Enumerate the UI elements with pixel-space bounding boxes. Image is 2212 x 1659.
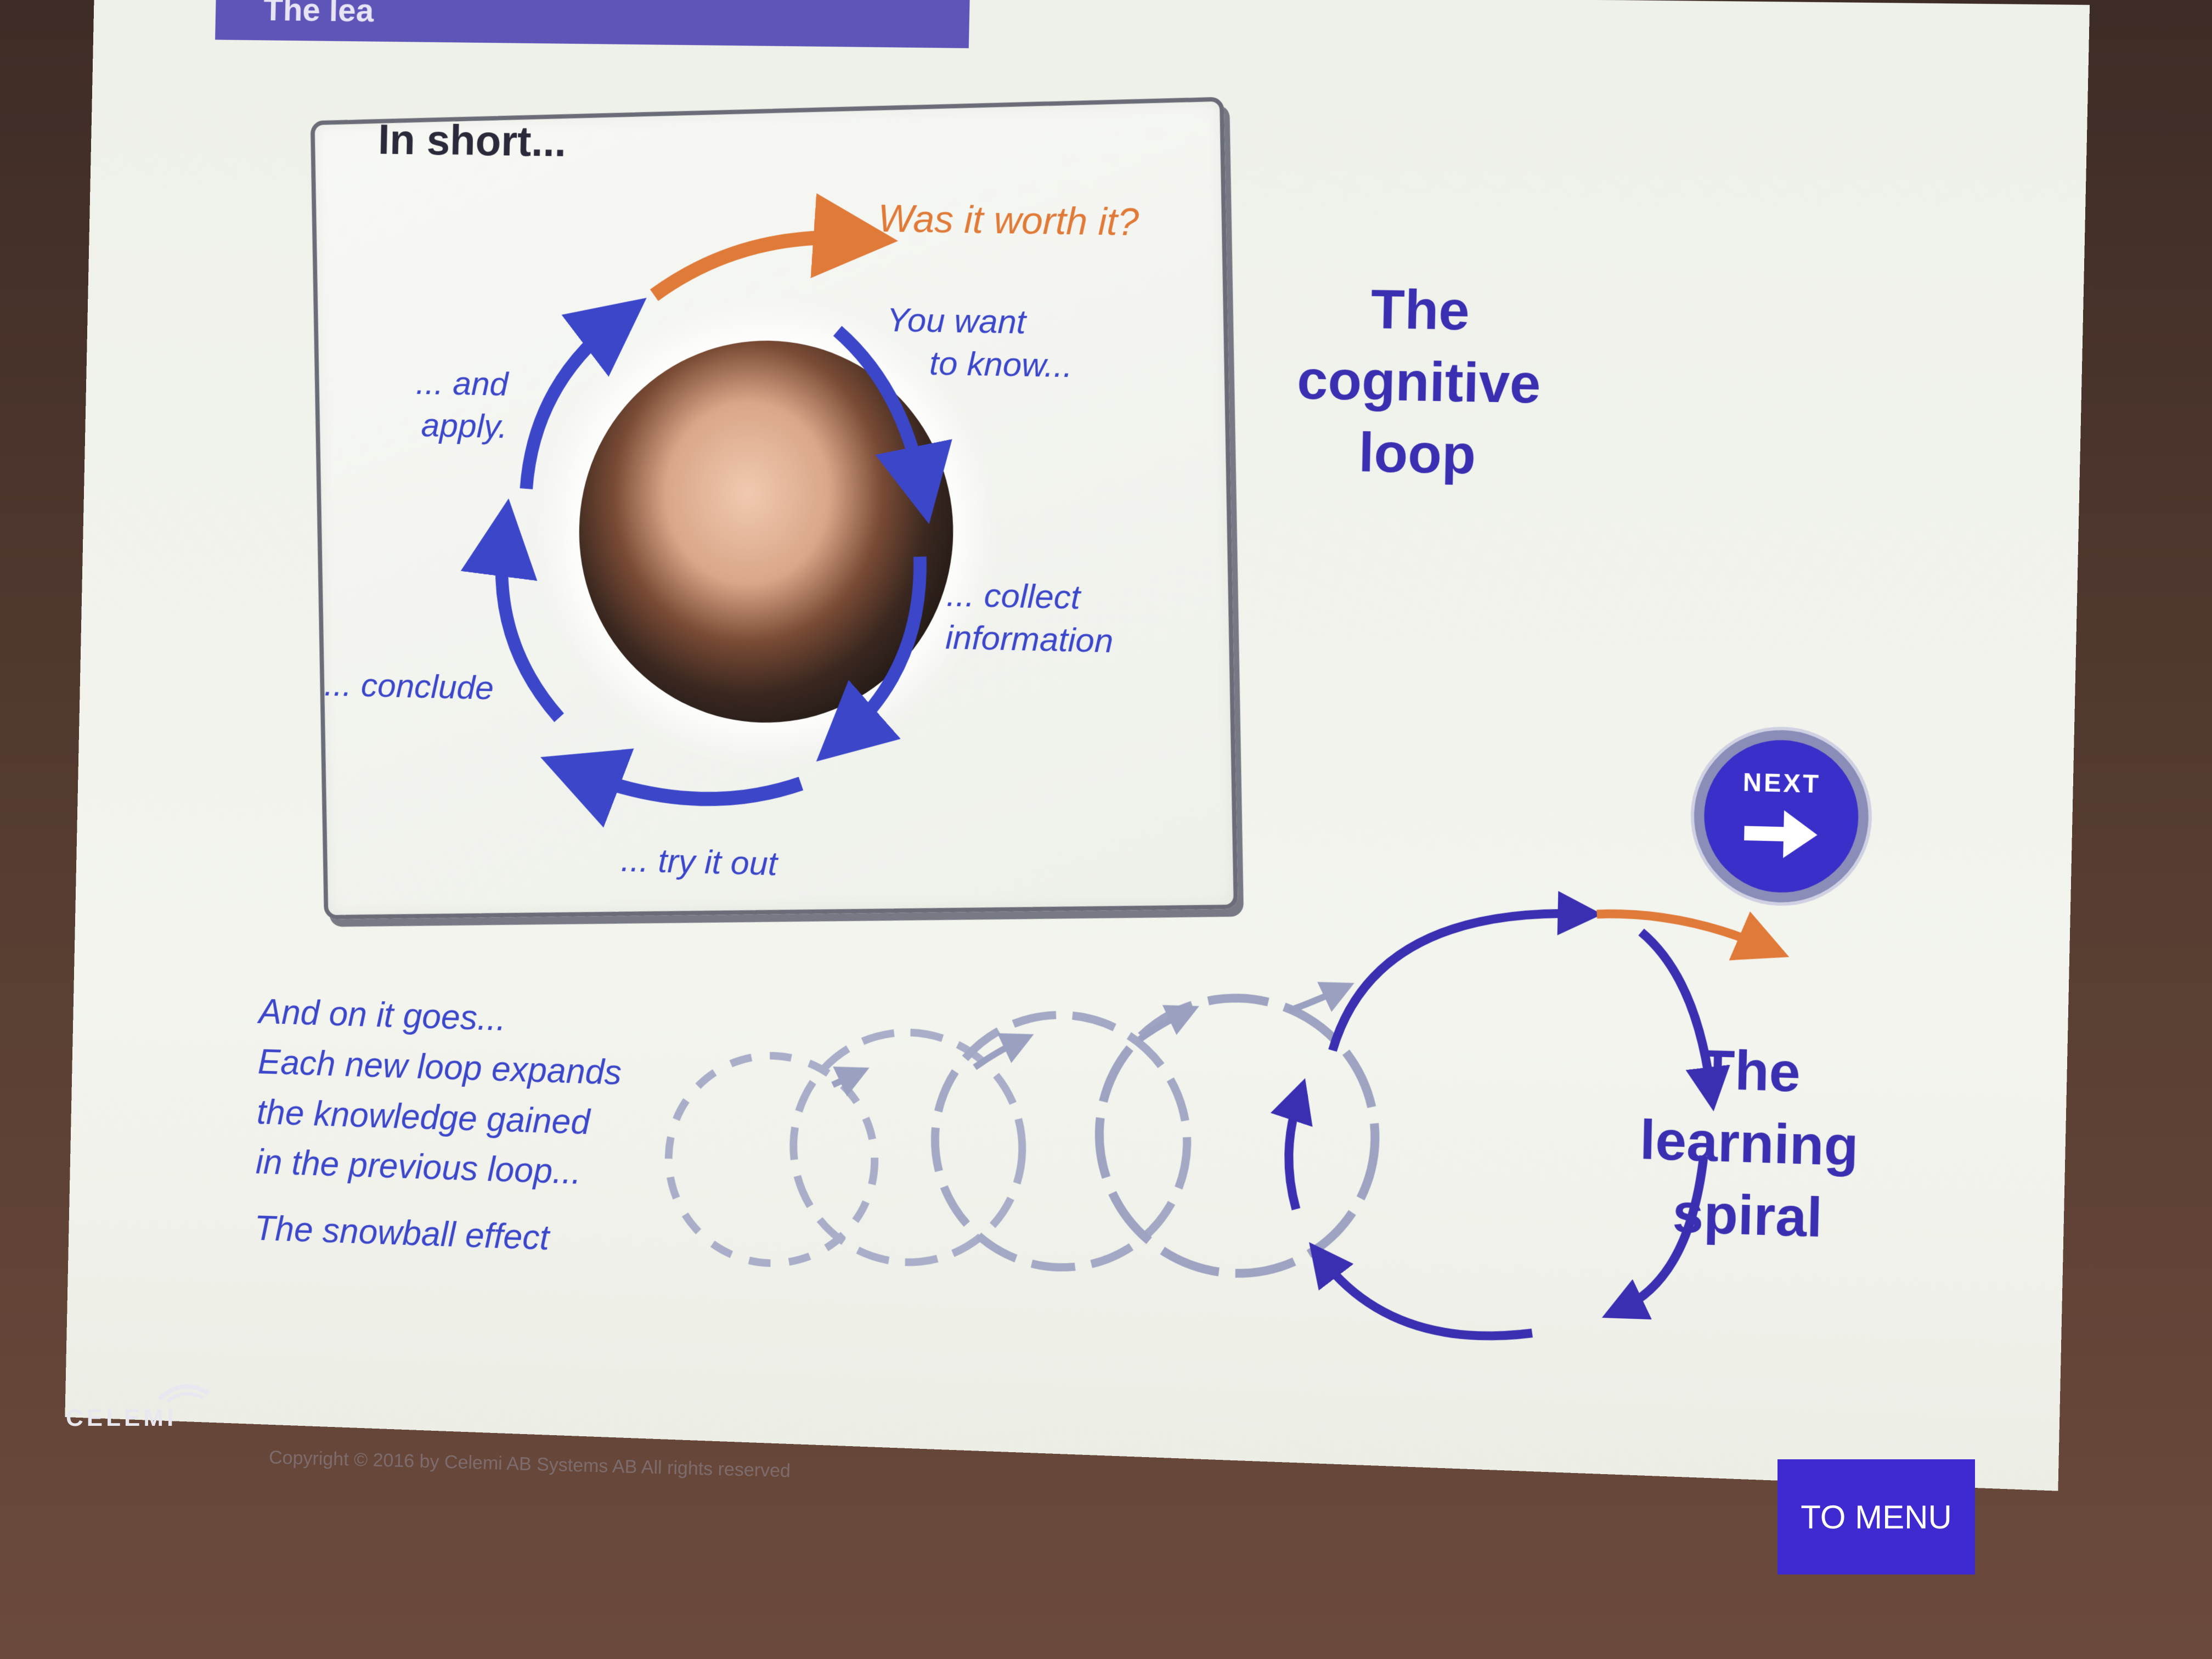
arrow-right-icon [1743, 809, 1818, 859]
spiral-heading-line1: The [1700, 1039, 1801, 1104]
label-collect: ... collect information [945, 574, 1115, 663]
cognitive-heading-line2: cognitive [1296, 349, 1542, 415]
label-you-want-line2: to know... [929, 344, 1073, 385]
to-menu-label: TO MENU [1801, 1498, 1952, 1536]
arrow-collect [845, 555, 920, 737]
next-button[interactable]: NEXT [1692, 728, 1871, 905]
spiral-description: And on it goes... Each new loop expands … [254, 986, 623, 1266]
logo-text: CELEMI [66, 1404, 177, 1431]
arrow-try [579, 772, 802, 801]
cognitive-heading-line1: The [1370, 278, 1470, 342]
arrow-conclude [499, 537, 563, 718]
label-apply: ... and apply. [415, 362, 509, 448]
label-you-want: You want to know... [885, 299, 1074, 387]
slide: The lea In short... [65, 0, 2090, 1491]
to-menu-button[interactable]: TO MENU [1778, 1459, 1975, 1575]
label-you-want-line1: You want [886, 301, 1026, 341]
arrow-apply [526, 320, 616, 490]
label-try-it-out: ... try it out [620, 841, 778, 883]
label-conclude: ... conclude [324, 665, 494, 707]
spiral-heading-line2: learning [1639, 1109, 1859, 1178]
spiral-loops [665, 889, 1765, 1345]
label-collect-line2: information [945, 618, 1114, 660]
cognitive-loop-heading: The cognitive loop [1289, 272, 1549, 492]
spiral-line4: in the previous loop... [255, 1142, 582, 1192]
spiral-heading-line3: spiral [1672, 1182, 1824, 1249]
label-apply-line2: apply. [420, 406, 508, 445]
label-apply-line1: ... and [415, 364, 509, 403]
celemi-logo: CELEMI [66, 1384, 210, 1432]
arrow-worth [654, 235, 856, 298]
celemi-swirl-icon [157, 1384, 210, 1403]
label-collect-line1: ... collect [946, 575, 1081, 617]
cognitive-heading-line3: loop [1358, 421, 1477, 486]
learning-spiral-heading: The learning spiral [1618, 1031, 1881, 1256]
label-was-it-worth-it: Was it worth it? [877, 197, 1139, 244]
next-button-label: NEXT [1742, 768, 1821, 799]
